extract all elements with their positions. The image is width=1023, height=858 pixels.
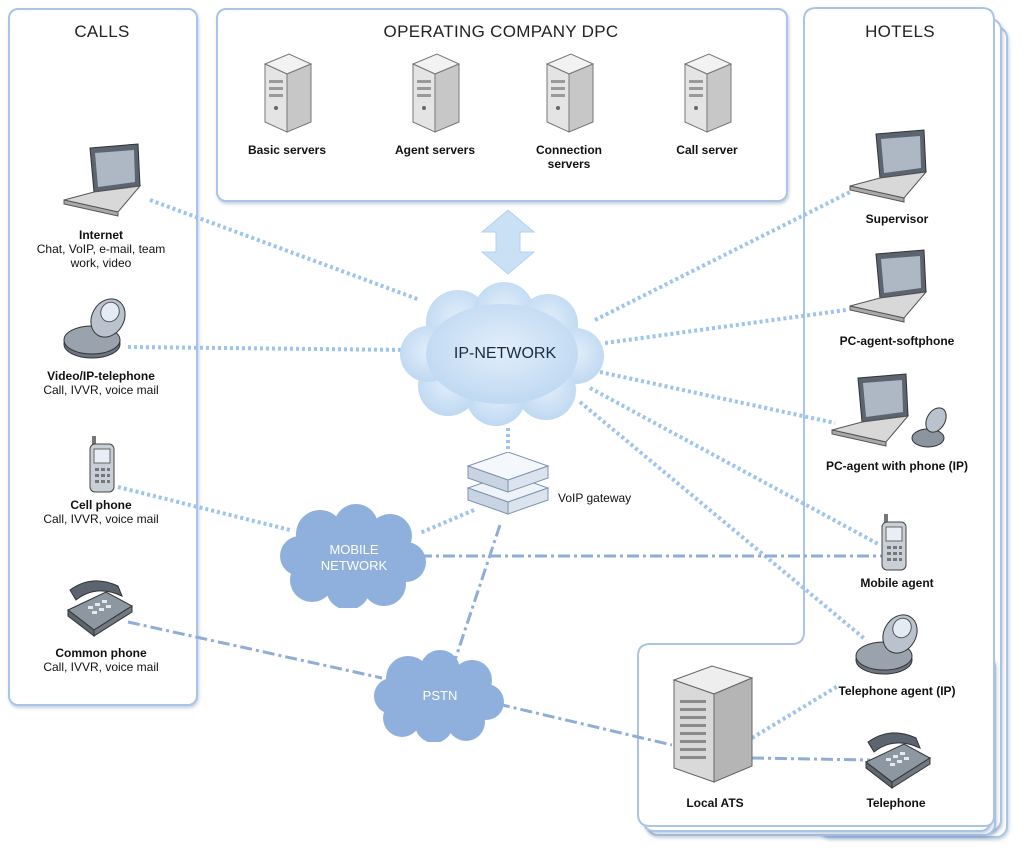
ip-network-cloud — [400, 282, 604, 426]
link-commonphone-pstn — [127, 620, 383, 680]
laptop-phone-icon — [831, 373, 947, 448]
ats-cabinet-icon — [672, 665, 754, 783]
server-item: Call server — [652, 52, 762, 182]
link-ip-mobileagent — [589, 386, 881, 547]
hotel-item-telephone-agent: Telephone agent (IP) — [838, 684, 956, 698]
link-ats-telephone — [751, 756, 871, 762]
server-tower-icon — [263, 53, 313, 133]
pstn-cloud — [374, 650, 504, 742]
pstn-label: PSTN — [422, 688, 458, 703]
link-ip-telagent — [578, 400, 868, 642]
link-ip-pcphone — [599, 370, 836, 425]
dpc-panel-title: OPERATING COMPANY DPC — [383, 22, 619, 41]
cell-phone-icon — [881, 514, 907, 571]
link-gateway-pstn — [453, 524, 502, 661]
dpc-ip-double-arrow — [480, 209, 536, 275]
voip-gateway-icon — [466, 452, 550, 515]
hotel-item-local-ats: Local ATS — [686, 796, 744, 810]
link-ip-softphone — [604, 308, 847, 345]
server-tower-icon — [545, 53, 595, 133]
voip-gateway-label: VoIP gateway — [558, 491, 632, 505]
server-label: Agent servers — [394, 143, 476, 157]
hotels-panel-title: HOTELS — [865, 22, 935, 41]
server-item: Agent servers — [380, 52, 490, 182]
server-label: Connection servers — [536, 143, 602, 171]
hotel-item-mobile-agent: Mobile agent — [860, 576, 934, 590]
server-tower-icon — [683, 53, 733, 133]
link-gateway-mobile — [419, 508, 475, 535]
server-label: Call server — [676, 143, 738, 157]
laptop-icon — [63, 143, 142, 217]
laptop-icon — [849, 129, 928, 203]
ip-phone-icon — [855, 614, 918, 675]
hotel-item-telephone: Telephone — [866, 796, 926, 810]
mobile-network-label: MOBILE NETWORK — [320, 542, 388, 573]
server-label: Basic servers — [247, 143, 327, 157]
desk-phone-icon — [865, 732, 931, 790]
laptop-icon — [849, 249, 928, 323]
server-item: Basic servers — [232, 52, 342, 182]
desk-phone-icon — [67, 580, 133, 638]
server-tower-icon — [411, 53, 461, 133]
link-pstn-ats — [497, 702, 673, 747]
mobile-network-cloud — [280, 504, 426, 608]
link-videophone-ip — [127, 345, 411, 352]
hotel-item-supervisor: Supervisor — [865, 212, 929, 226]
ip-network-label: IP-NETWORK — [453, 345, 557, 362]
calls-panel-title: CALLS — [74, 22, 130, 41]
hotel-item-pc-agent-softphone: PC-agent-softphone — [839, 334, 955, 348]
ip-phone-icon — [63, 298, 126, 359]
link-internet-ip — [149, 198, 421, 302]
server-item: Connection servers — [514, 52, 624, 182]
hotel-item-pc-agent-with-phone: PC-agent with phone (IP) — [826, 459, 968, 473]
link-ats-telagent — [750, 684, 840, 740]
cell-phone-icon — [89, 436, 115, 493]
